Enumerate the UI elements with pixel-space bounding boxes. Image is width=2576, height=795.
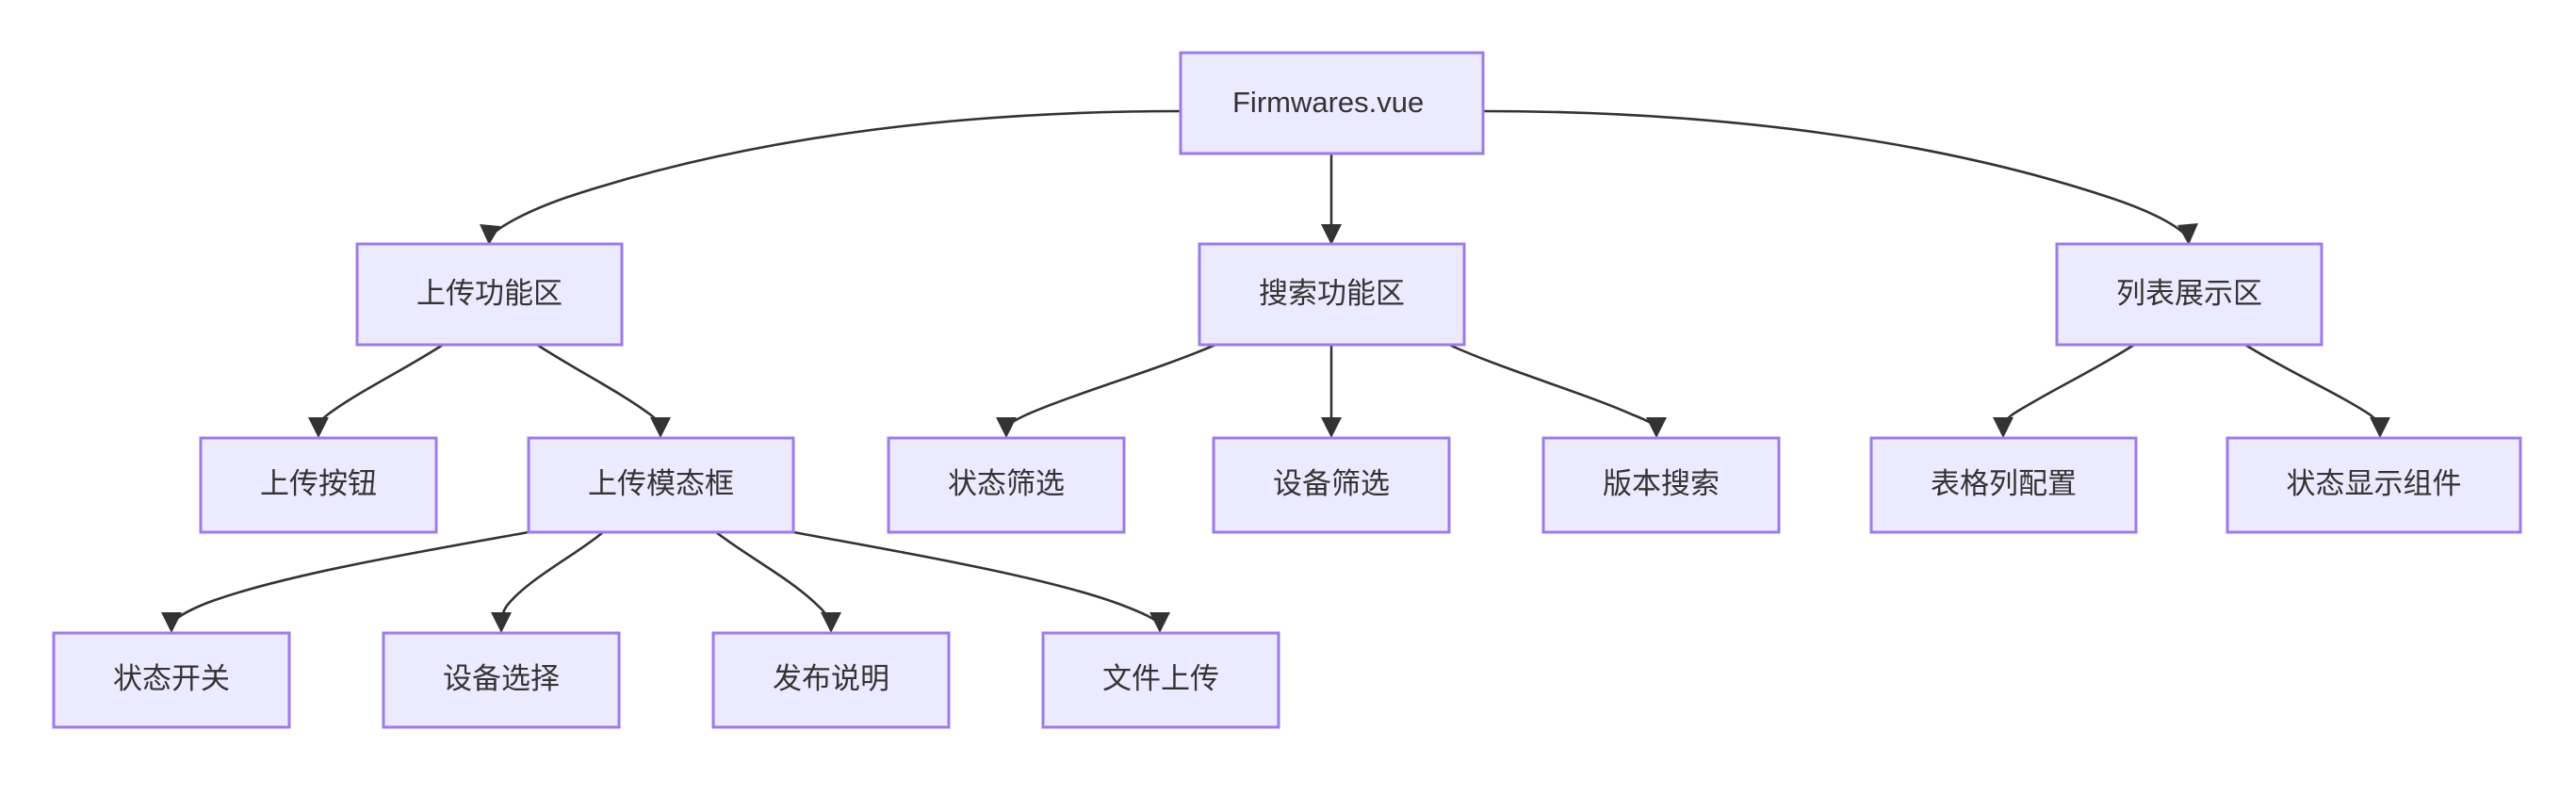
node-device-select[interactable]: 设备选择 (382, 631, 621, 729)
node-file-upload-box[interactable] (1041, 631, 1280, 729)
node-device-filter-box[interactable] (1212, 436, 1451, 534)
node-status-switch[interactable]: 状态开关 (52, 631, 291, 729)
node-status-display-box[interactable] (2225, 436, 2522, 534)
node-search-area-label: 搜索功能区 (1259, 277, 1405, 310)
node-list-area[interactable]: 列表展示区 (2055, 242, 2323, 347)
node-version-search[interactable]: 版本搜索 (1541, 436, 1781, 534)
node-status-display[interactable]: 状态显示组件 (2225, 436, 2522, 534)
node-upload-modal-label: 上传模态框 (588, 467, 734, 500)
node-search-area-box[interactable] (1198, 242, 1466, 347)
node-file-upload-label: 文件上传 (1102, 662, 1219, 695)
edge-layer (161, 109, 2390, 633)
edge-upload-area-to-upload-modal (536, 343, 671, 438)
node-upload-area[interactable]: 上传功能区 (355, 242, 624, 347)
node-device-select-box[interactable] (382, 631, 621, 729)
node-version-search-box[interactable] (1541, 436, 1781, 534)
arrowhead-icon (1321, 417, 1342, 438)
edge-root-to-upload-area (480, 109, 1182, 245)
node-upload-button-label: 上传按钮 (260, 467, 377, 500)
edge-root-to-search-area (1321, 154, 1342, 245)
node-release-notes-box[interactable] (711, 631, 951, 729)
node-upload-button-box[interactable] (199, 436, 438, 534)
node-status-switch-box[interactable] (52, 631, 291, 729)
node-upload-area-label: 上传功能区 (416, 277, 562, 310)
node-status-filter-label: 状态筛选 (948, 467, 1065, 500)
node-search-area[interactable]: 搜索功能区 (1198, 242, 1466, 347)
arrowhead-icon (480, 224, 500, 245)
edge-upload-modal-to-device-select (491, 531, 604, 633)
edge-list-area-to-table-columns (1993, 343, 2135, 438)
arrowhead-icon (821, 612, 841, 633)
arrowhead-icon (650, 417, 671, 438)
node-status-filter[interactable]: 状态筛选 (887, 436, 1126, 534)
node-upload-modal-box[interactable] (527, 436, 795, 534)
edge-upload-modal-to-release-notes (715, 530, 841, 633)
node-upload-modal[interactable]: 上传模态框 (527, 436, 795, 534)
arrowhead-icon (161, 612, 182, 633)
edge-root-to-list-area (1482, 109, 2198, 245)
node-release-notes[interactable]: 发布说明 (711, 631, 951, 729)
node-table-columns-label: 表格列配置 (1931, 467, 2077, 500)
node-list-area-label: 列表展示区 (2116, 277, 2262, 310)
arrowhead-icon (491, 612, 512, 633)
edge-search-area-to-status-filter (996, 343, 1216, 438)
arrowhead-icon (308, 417, 329, 438)
edge-upload-area-to-upload-button (308, 343, 444, 438)
node-version-search-label: 版本搜索 (1603, 467, 1720, 500)
node-file-upload[interactable]: 文件上传 (1041, 631, 1280, 729)
node-layer: Firmwares.vue 上传功能区 搜索功能区 列表展示区 上传按钮 (52, 51, 2522, 729)
node-status-display-label: 状态显示组件 (2287, 467, 2462, 500)
node-release-notes-label: 发布说明 (773, 662, 889, 695)
edge-upload-modal-to-status-switch (161, 530, 530, 633)
arrowhead-icon (1149, 612, 1170, 633)
arrowhead-icon (1646, 417, 1667, 438)
edge-upload-modal-to-file-upload (792, 530, 1170, 633)
node-upload-area-box[interactable] (355, 242, 624, 347)
node-status-switch-label: 状态开关 (113, 662, 230, 695)
arrowhead-icon (2177, 223, 2198, 245)
node-device-filter-label: 设备筛选 (1273, 467, 1390, 500)
node-root[interactable]: Firmwares.vue (1179, 51, 1485, 155)
edge-list-area-to-status-display (2244, 343, 2390, 438)
node-device-select-label: 设备选择 (443, 662, 560, 695)
node-table-columns-box[interactable] (1869, 436, 2138, 534)
node-root-label: Firmwares.vue (1232, 86, 1424, 119)
edge-search-area-to-device-filter (1321, 345, 1342, 438)
arrowhead-icon (996, 417, 1017, 438)
node-list-area-box[interactable] (2055, 242, 2323, 347)
arrowhead-icon (2370, 417, 2390, 438)
node-root-box[interactable] (1179, 51, 1485, 155)
node-device-filter[interactable]: 设备筛选 (1212, 436, 1451, 534)
edge-search-area-to-version-search (1448, 343, 1667, 438)
node-table-columns[interactable]: 表格列配置 (1869, 436, 2138, 534)
node-status-filter-box[interactable] (887, 436, 1126, 534)
arrowhead-icon (1993, 417, 2014, 438)
arrowhead-icon (1321, 224, 1342, 245)
node-upload-button[interactable]: 上传按钮 (199, 436, 438, 534)
